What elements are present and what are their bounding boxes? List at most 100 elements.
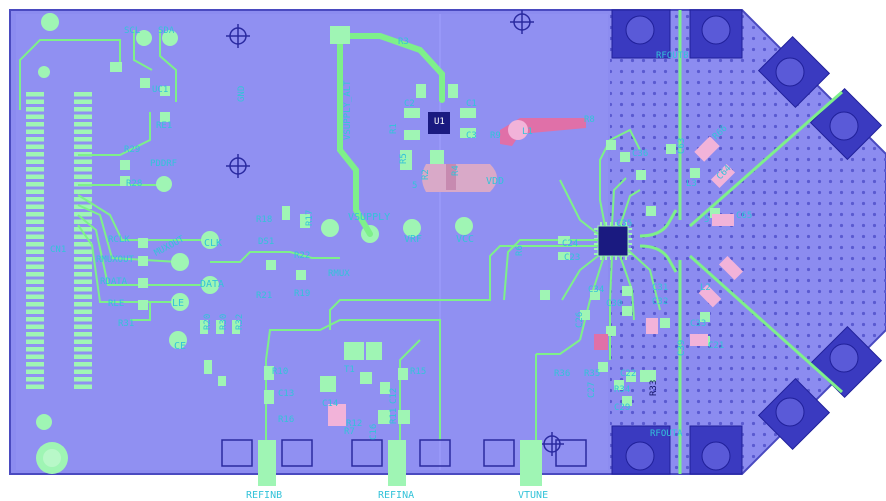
cn1-pin xyxy=(74,309,92,314)
cn1-pin xyxy=(26,302,44,307)
pink-components[interactable] xyxy=(328,136,744,426)
cn1-pin xyxy=(26,99,44,104)
label-c36: C36 xyxy=(632,149,648,159)
label-re1: RE1 xyxy=(156,121,172,131)
label-r6: R6 xyxy=(515,245,525,256)
label-r30: R30 xyxy=(219,314,229,330)
ic-pin xyxy=(625,222,627,226)
label-r29: R29 xyxy=(124,145,140,155)
label-uc1: UC1 xyxy=(152,85,168,95)
power-traces xyxy=(337,31,445,237)
label-c14: C14 xyxy=(322,399,338,409)
cn1-pin xyxy=(74,122,92,127)
cn1-pin xyxy=(74,114,92,119)
cn1-pin xyxy=(74,279,92,284)
label-c1: C1 xyxy=(466,99,477,109)
cn1-pin xyxy=(26,339,44,344)
ic-pin xyxy=(594,253,598,255)
cn1-pin xyxy=(74,377,92,382)
cn1-pin xyxy=(74,362,92,367)
label-r10: R10 xyxy=(272,367,288,377)
cn1-pin xyxy=(74,354,92,359)
label-refina: REFINA xyxy=(378,490,414,501)
cn1-pin xyxy=(74,219,92,224)
cn1-pin xyxy=(74,92,92,97)
cn1-pin xyxy=(26,137,44,142)
label-l1: L1 xyxy=(522,127,533,137)
cn1-pin xyxy=(74,264,92,269)
label-c63: C63 xyxy=(677,138,687,154)
label-c2: C2 xyxy=(404,99,415,109)
cn1-pin xyxy=(74,107,92,112)
rf-connector-top[interactable] xyxy=(611,9,743,59)
label-r1: R1 xyxy=(389,123,399,134)
cn1-pin xyxy=(26,234,44,239)
cn1-pin xyxy=(74,294,92,299)
label-r28: R28 xyxy=(126,179,142,189)
label-rfoutb: RFOUTB xyxy=(656,51,689,61)
label-r17: R17 xyxy=(305,210,315,226)
cn1-pin xyxy=(26,257,44,262)
label-c30: C30 xyxy=(606,299,622,309)
cn1-pin xyxy=(74,137,92,142)
cn1-pin xyxy=(26,287,44,292)
cn1-pin xyxy=(26,347,44,352)
label-r7: R7 xyxy=(344,427,355,437)
label-c22: C22 xyxy=(620,369,636,379)
cn1-pin xyxy=(74,99,92,104)
cn1-pin xyxy=(26,264,44,269)
label-scl: SCL xyxy=(124,26,140,36)
label-cn1: CN1 xyxy=(50,245,66,255)
label-c35: C35 xyxy=(616,219,632,229)
rf-connector-bottom[interactable] xyxy=(611,425,743,475)
cn1-pin xyxy=(26,227,44,232)
cn1-pin xyxy=(26,309,44,314)
label-l3: L3 xyxy=(686,179,697,189)
ic-pin xyxy=(594,243,598,245)
cn1-pin xyxy=(74,257,92,262)
label-c13: C13 xyxy=(278,389,294,399)
rf-connector-right-lower[interactable] xyxy=(757,325,883,451)
cn1-pin xyxy=(26,212,44,217)
label-c23: C23 xyxy=(564,253,580,263)
label-r15: R15 xyxy=(410,367,426,377)
cn1-pin xyxy=(74,332,92,337)
ic-pin xyxy=(605,222,607,226)
label-c27: C27 xyxy=(587,382,597,398)
ic-pin xyxy=(628,253,632,255)
cn1-pin xyxy=(26,294,44,299)
ic-pin xyxy=(628,248,632,250)
ic-pin xyxy=(628,238,632,240)
cn1-pin xyxy=(74,234,92,239)
cn1-pin xyxy=(74,227,92,232)
bottom-connectors[interactable] xyxy=(221,439,587,486)
regulator-u1[interactable] xyxy=(400,84,476,170)
label-r5: R5 xyxy=(399,153,409,164)
label-r18: R18 xyxy=(256,215,272,225)
label-ds1: DS1 xyxy=(258,237,274,247)
cn1-pin xyxy=(26,324,44,329)
ic-pin xyxy=(594,233,598,235)
label-l2: L2 xyxy=(700,283,711,293)
cn1-pin xyxy=(74,144,92,149)
label-rmuxout: RMUXOUT xyxy=(96,255,135,265)
cn1-pin xyxy=(26,189,44,194)
vsupply-alt-pad[interactable] xyxy=(330,26,350,44)
label-rfouta: RFOUTA xyxy=(650,429,683,439)
label-ce: CE xyxy=(174,341,186,352)
label-c26: C26 xyxy=(575,312,585,328)
ic-pin xyxy=(600,256,602,260)
label-r33: R33 xyxy=(649,380,659,396)
label-r16: R16 xyxy=(278,415,294,425)
label-c34: C34 xyxy=(588,285,604,295)
label-le: LE xyxy=(172,298,184,309)
label-r19: R19 xyxy=(294,289,310,299)
cn1-pin xyxy=(74,347,92,352)
cn1-pin xyxy=(26,167,44,172)
cn1-pin xyxy=(26,159,44,164)
cn1-pin xyxy=(26,317,44,322)
cn1-pin xyxy=(26,107,44,112)
cn1-pin xyxy=(74,249,92,254)
synthesizer-ic[interactable] xyxy=(594,222,632,260)
cn1-pin xyxy=(26,369,44,374)
